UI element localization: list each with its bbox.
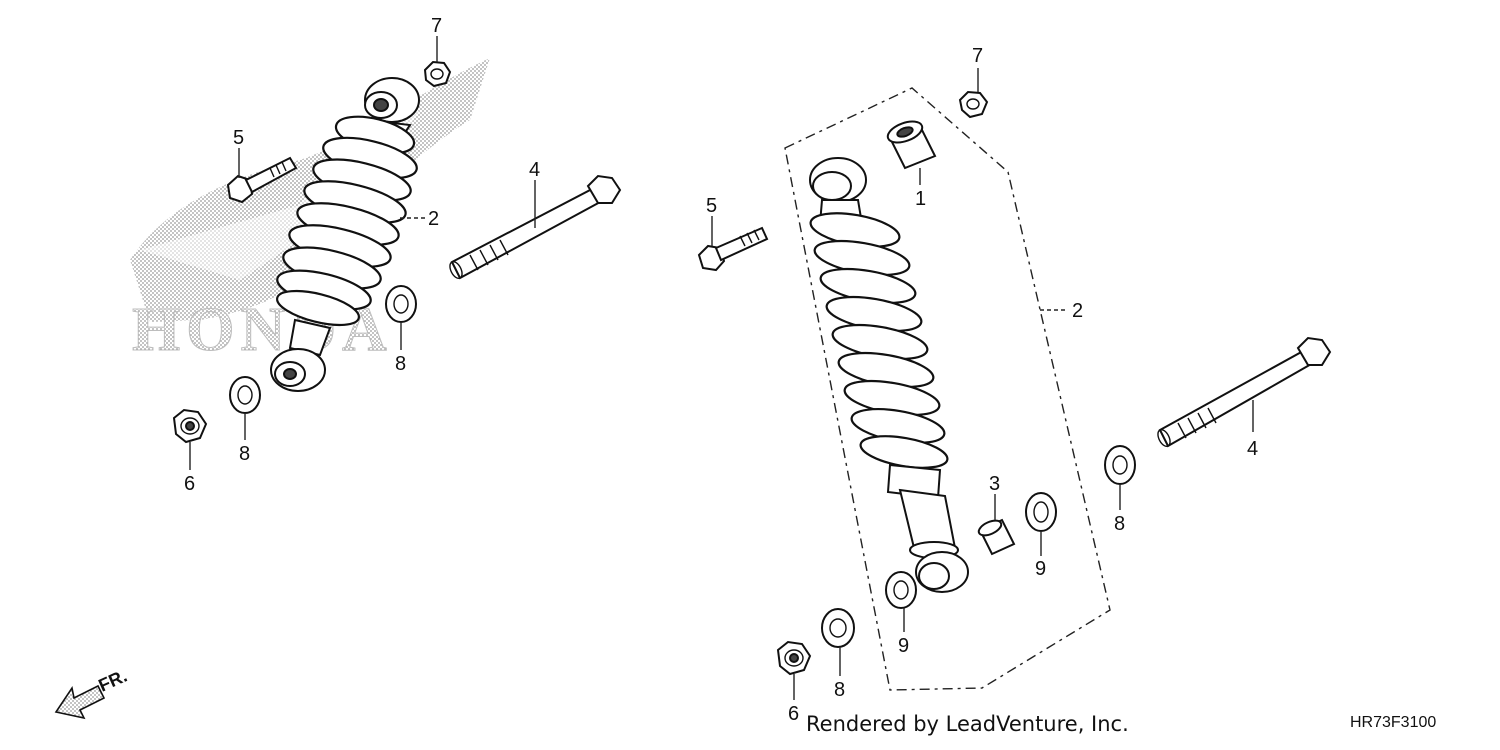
bushing-1[interactable]	[885, 117, 937, 170]
callout-1: 1	[915, 188, 926, 210]
diagram-code: HR73F3100	[1350, 714, 1437, 731]
dust-seal-9-upper[interactable]	[1025, 492, 1057, 532]
left-shock-assembly: 7 5 2 4 8 8 6	[172, 15, 622, 495]
callout-4-left: 4	[529, 159, 540, 181]
callout-3: 3	[989, 473, 1000, 495]
collar-3[interactable]	[977, 518, 1016, 556]
long-bolt-4-left[interactable]	[447, 174, 622, 280]
washer-8-right-upper[interactable]	[1104, 445, 1136, 485]
flange-nut-6-right[interactable]	[776, 640, 812, 676]
callout-8-right-upper: 8	[1114, 513, 1125, 535]
assembly-boundary	[784, 87, 1111, 691]
callout-8-left-lower: 8	[239, 443, 250, 465]
front-direction-indicator: FR.	[54, 666, 130, 720]
front-arrow-icon	[54, 684, 106, 720]
damper-body-right[interactable]	[898, 488, 959, 559]
callout-8-right-lower: 8	[834, 679, 845, 701]
callout-7-left: 7	[431, 15, 442, 37]
washer-8-left-lower[interactable]	[229, 376, 261, 414]
shock-bottom-eye-left[interactable]	[270, 348, 326, 392]
shock-top-eye-left[interactable]	[364, 77, 420, 123]
callout-5-right: 5	[706, 195, 717, 217]
bolt-5-right[interactable]	[697, 226, 769, 272]
flange-nut-7-left[interactable]	[423, 60, 452, 88]
bolt-5-left[interactable]	[226, 156, 298, 204]
callout-6-right: 6	[788, 703, 799, 725]
shock-spring-right[interactable]	[808, 207, 950, 500]
front-label: FR.	[95, 666, 130, 696]
callout-2-left: 2	[428, 208, 439, 230]
credit-text: Rendered by LeadVenture, Inc.	[806, 712, 1129, 736]
callout-8-left-upper: 8	[395, 353, 406, 375]
shock-top-eye-right[interactable]	[809, 157, 867, 225]
flange-nut-6-left[interactable]	[172, 408, 208, 444]
callout-6-left: 6	[184, 473, 195, 495]
shock-spring-left[interactable]	[274, 110, 421, 357]
honda-wordmark: HONDA	[132, 296, 393, 364]
callout-2-right: 2	[1072, 300, 1083, 322]
washer-8-left-upper[interactable]	[385, 285, 417, 323]
dust-seal-9-lower[interactable]	[885, 571, 917, 609]
washer-8-right-lower[interactable]	[821, 608, 855, 648]
right-shock-assembly: 7 1 5 2 4 3 9 8 9 8 6	[697, 45, 1332, 725]
callout-9-upper: 9	[1035, 558, 1046, 580]
flange-nut-7-right[interactable]	[958, 90, 989, 119]
callout-7-right: 7	[972, 45, 983, 67]
callout-9-lower: 9	[898, 635, 909, 657]
shock-bottom-eye-right[interactable]	[915, 551, 969, 593]
callout-4-right: 4	[1247, 438, 1258, 460]
long-bolt-4-right[interactable]	[1155, 336, 1332, 448]
callout-5-left: 5	[233, 127, 244, 149]
